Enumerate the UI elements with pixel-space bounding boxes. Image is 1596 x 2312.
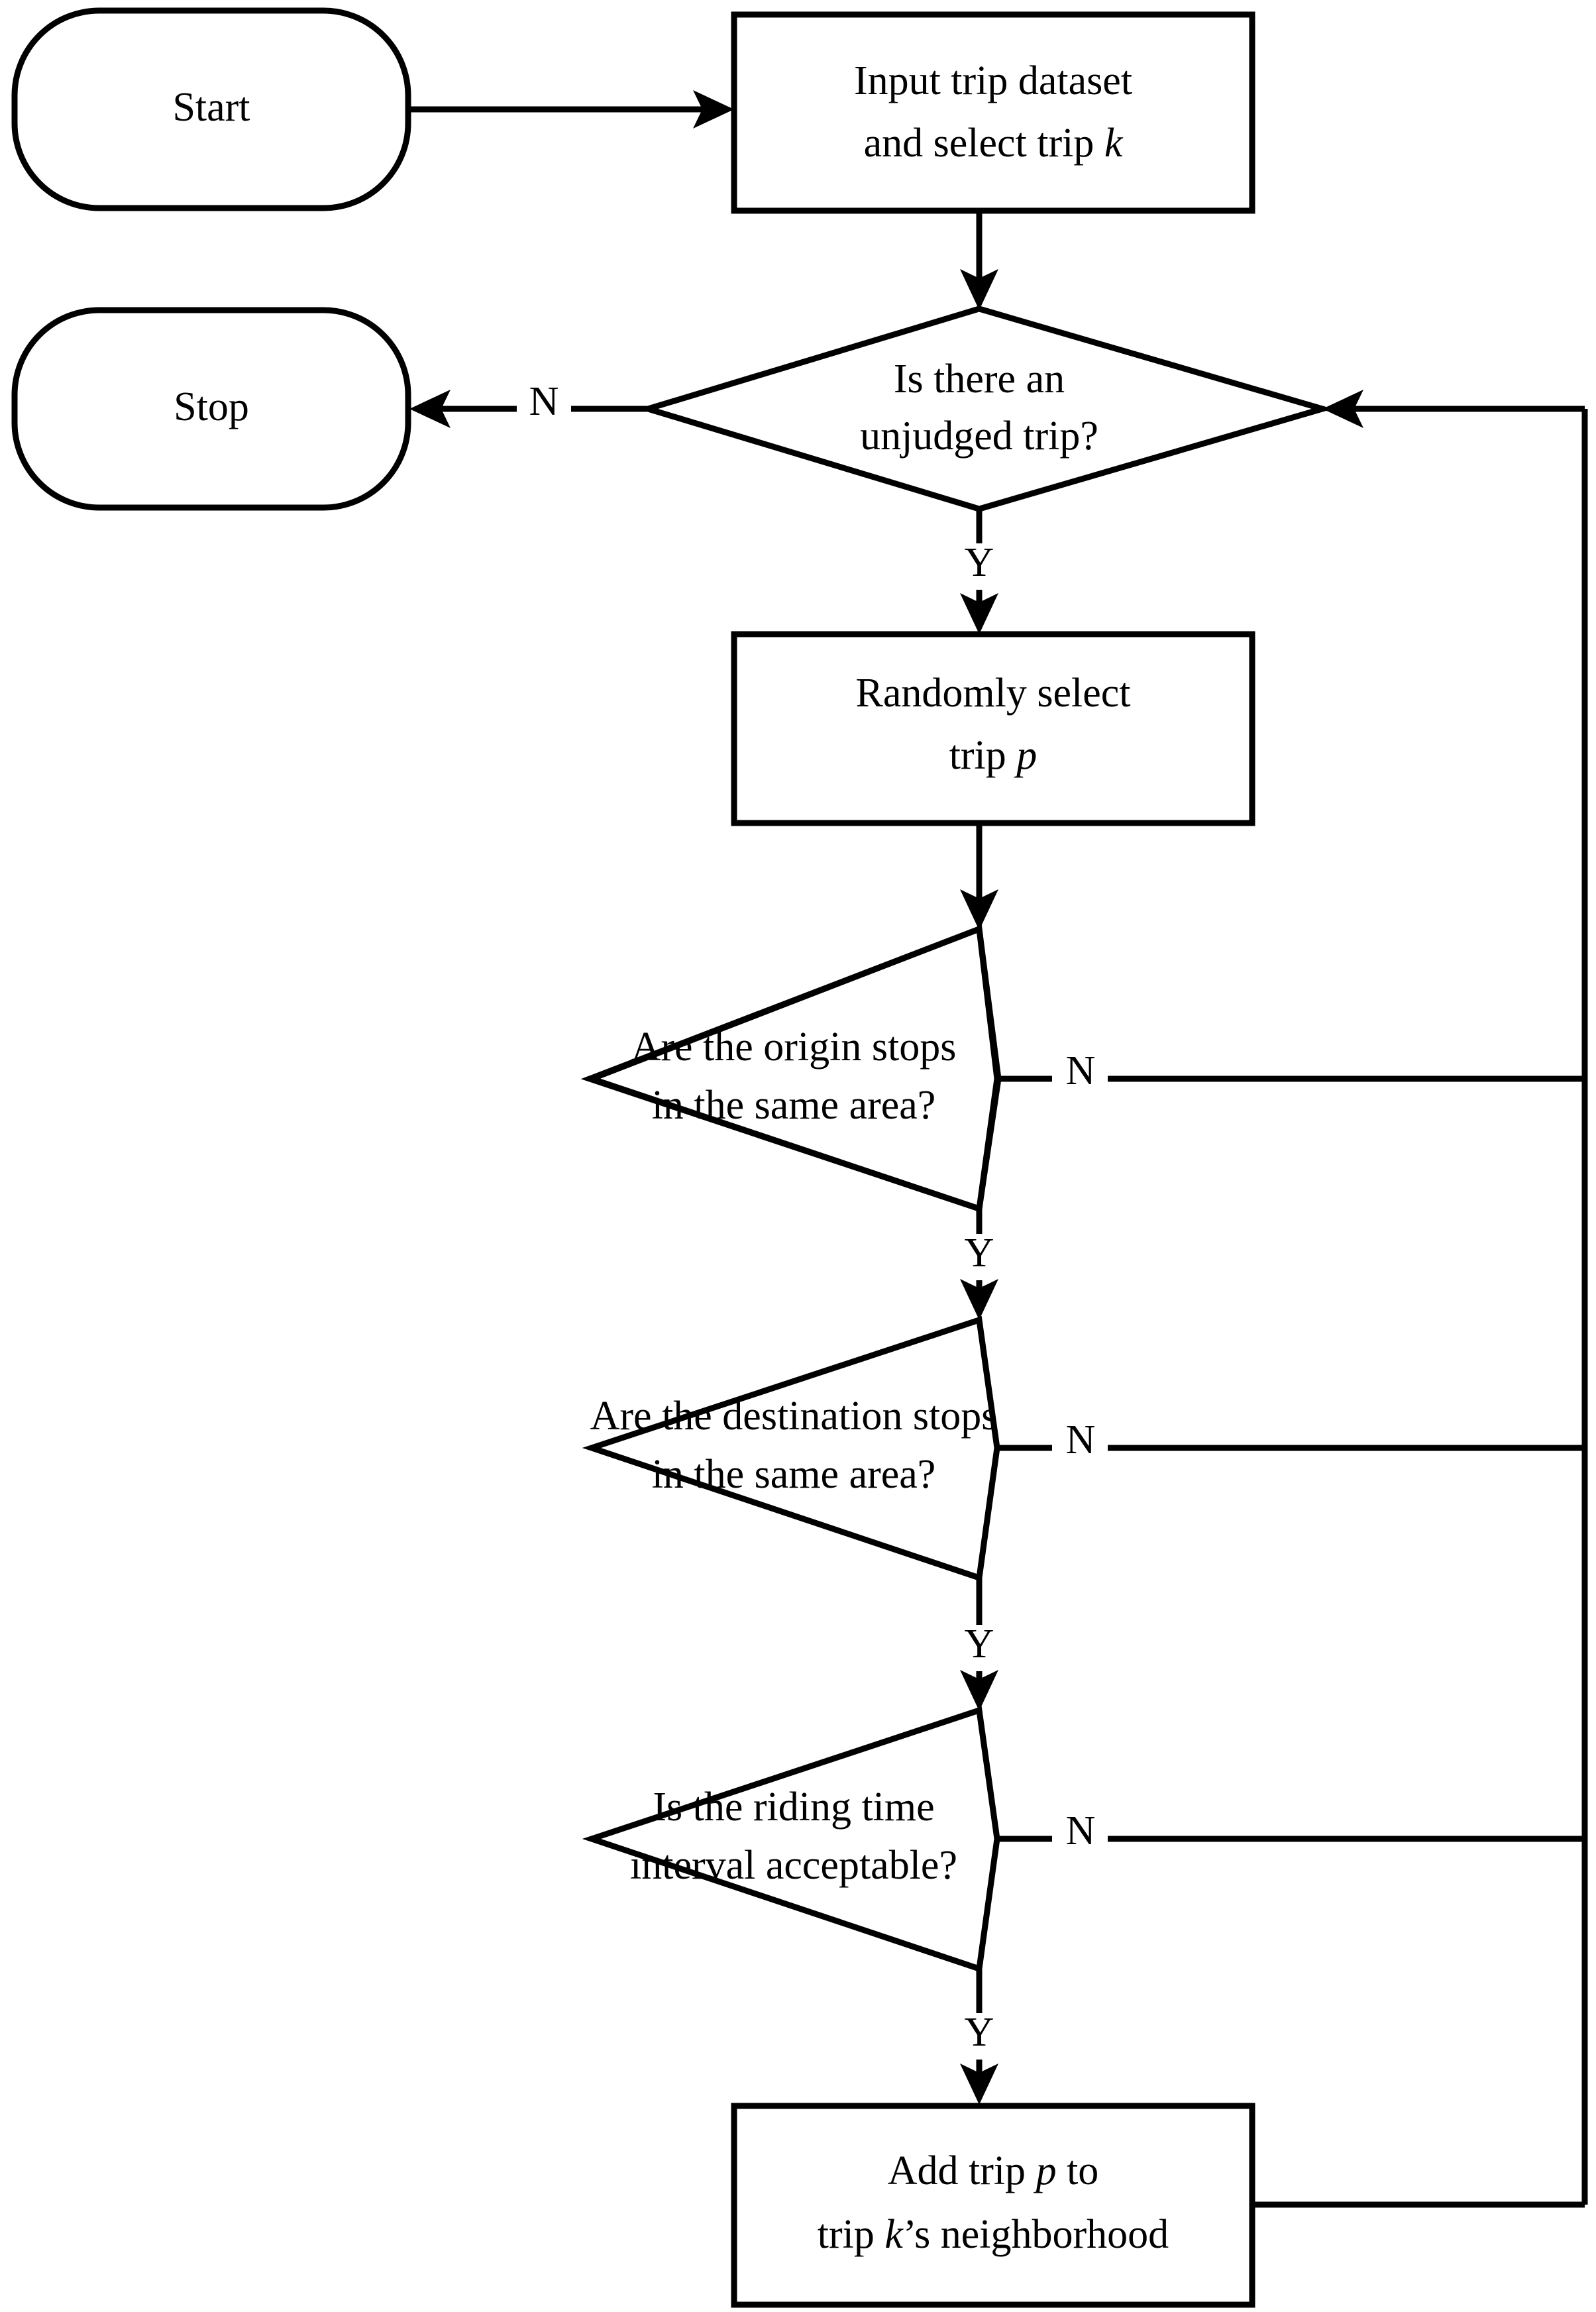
node-input-trip[interactable]: Input trip dataset and select trip k [731, 11, 1255, 214]
node-unjudged-decision[interactable]: Is there an unjudged trip? [637, 305, 1334, 512]
edge-label-origin-yes: Y [965, 1231, 994, 1276]
arrowhead-icon [960, 593, 998, 634]
arrowhead-icon [409, 390, 451, 428]
node-add-trip-line1-post: to [1057, 2148, 1099, 2193]
arrowhead-icon [693, 90, 734, 129]
edge-start-to-input [411, 90, 734, 129]
node-input-trip-line2: and select trip k [864, 121, 1124, 166]
edge-label-destination-no: N [1066, 1417, 1096, 1462]
edge-label-riding-no: N [1066, 1808, 1096, 1853]
node-add-trip-line2-post: ’s neighborhood [903, 2212, 1169, 2257]
node-add-trip-line2-var: k [884, 2212, 904, 2257]
node-stop-label: Stop [174, 384, 249, 429]
edge-label-riding-yes: Y [965, 2010, 994, 2055]
arrowhead-icon [960, 1279, 998, 1320]
node-add-trip-line1-pre: Add trip [888, 2148, 1036, 2193]
edge-origin-no-to-loop: N [998, 1048, 1585, 1093]
arrowhead-icon [1322, 390, 1363, 428]
edge-riding-no-to-loop: N [998, 1808, 1585, 1853]
node-stop[interactable]: Stop [11, 307, 411, 511]
arrowhead-icon [960, 889, 998, 930]
edge-unjudged-to-stop: N [409, 379, 648, 428]
node-add-trip-line1: Add trip p to [888, 2148, 1099, 2193]
node-random-select-line2-pre: trip [949, 733, 1017, 778]
node-unjudged-line1: Is there an [894, 357, 1065, 402]
node-add-trip-line2: trip k’s neighborhood [818, 2212, 1169, 2257]
edge-label-unjudged-no: N [529, 379, 559, 424]
node-destination-line1: Are the destination stops [590, 1394, 998, 1439]
node-origin-decision[interactable]: Are the origin stops in the same area? [580, 924, 1002, 1213]
node-input-trip-line1: Input trip dataset [854, 58, 1132, 103]
edge-input-to-unjudged [960, 211, 998, 310]
node-start-label: Start [172, 85, 250, 130]
node-unjudged-line2: unjudged trip? [860, 413, 1098, 459]
arrowhead-icon [960, 1670, 998, 1711]
node-destination-decision[interactable]: Are the destination stops in the same ar… [582, 1316, 1000, 1582]
node-random-select-line2-var: p [1014, 733, 1037, 778]
node-destination-line2: in the same area? [652, 1452, 936, 1497]
edge-destination-yes-to-riding: Y [960, 1577, 998, 1711]
node-input-trip-line2-var: k [1104, 121, 1124, 166]
node-input-trip-line2-pre: and select trip [864, 121, 1104, 166]
edge-riding-yes-to-add: Y [960, 1968, 998, 2105]
node-random-select[interactable]: Randomly select trip p [731, 631, 1255, 826]
edge-label-origin-no: N [1066, 1048, 1096, 1093]
node-origin-line2: in the same area? [652, 1083, 936, 1128]
node-random-select-line1: Randomly select [856, 671, 1131, 716]
node-riding-decision[interactable]: Is the riding time interval acceptable? [582, 1706, 1000, 1973]
arrowhead-icon [960, 2064, 998, 2105]
node-add-trip-line2-pre: trip [818, 2212, 885, 2257]
edge-destination-no-to-loop: N [998, 1417, 1585, 1462]
edge-origin-yes-to-destination: Y [960, 1208, 998, 1320]
node-add-trip[interactable]: Add trip p to trip k’s neighborhood [731, 2103, 1255, 2308]
node-riding-line1: Is the riding time [653, 1785, 934, 1830]
edge-label-destination-yes: Y [965, 1622, 994, 1667]
arrowhead-icon [960, 269, 998, 310]
edge-unjudged-to-random: Y [960, 510, 998, 634]
node-start[interactable]: Start [11, 7, 411, 211]
node-origin-line1: Are the origin stops [631, 1024, 957, 1070]
node-add-trip-line1-var: p [1034, 2148, 1057, 2193]
feedback-rail [1322, 390, 1588, 2205]
edge-label-unjudged-yes: Y [965, 540, 994, 585]
node-random-select-line2: trip p [949, 733, 1037, 778]
edge-random-to-origin [960, 822, 998, 930]
node-riding-line2: interval acceptable? [630, 1843, 957, 1888]
